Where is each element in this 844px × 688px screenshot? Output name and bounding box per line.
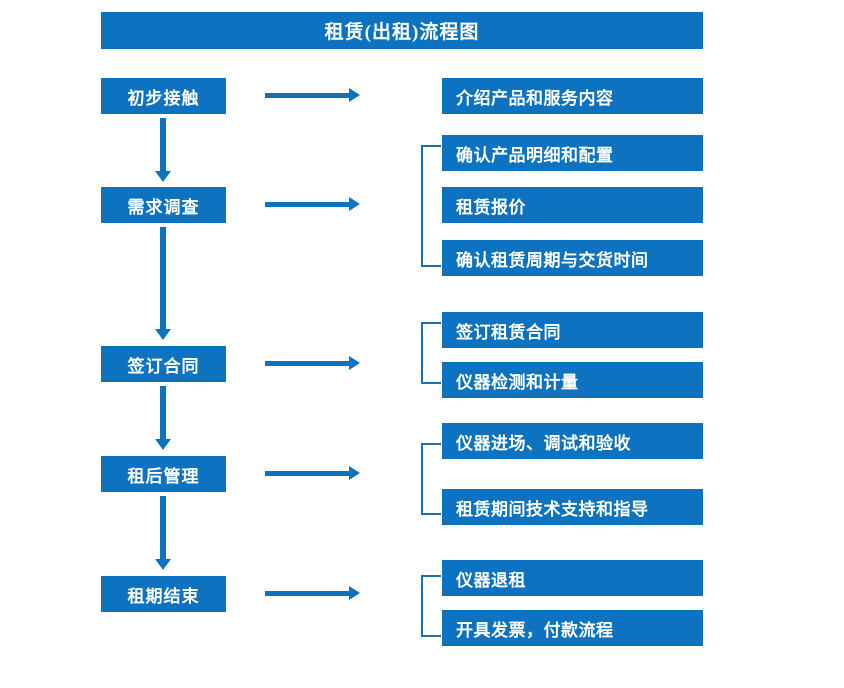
flow-arrow-down-4: [153, 496, 173, 570]
detail-label-2-2: 租赁报价: [456, 197, 526, 217]
detail-box-3-1[interactable]: 签订租赁合同: [442, 312, 703, 348]
stage-box-5[interactable]: 租期结束: [101, 576, 226, 612]
flow-arrow-down-3: [153, 386, 173, 450]
detail-label-5-1: 仪器退租: [456, 570, 526, 590]
detail-label-3-2: 仪器检测和计量: [456, 372, 579, 392]
arrow-head: [349, 586, 360, 600]
stage-box-4[interactable]: 租后管理: [101, 456, 226, 492]
group-bracket-2: [421, 145, 441, 267]
detail-label-1-1: 介绍产品和服务内容: [456, 88, 614, 108]
flow-arrow-right-4: [265, 466, 360, 480]
arrow-head: [349, 88, 360, 102]
stage-label-4: 租后管理: [127, 466, 200, 486]
flow-arrow-right-1: [265, 88, 360, 102]
arrow-head: [349, 466, 360, 480]
arrow-head: [349, 356, 360, 370]
stage-label-2: 需求调查: [127, 197, 200, 217]
page-title: 租赁(出租)流程图: [101, 12, 703, 49]
arrow-shaft: [265, 361, 350, 366]
arrow-head: [155, 171, 171, 182]
arrow-shaft: [265, 471, 350, 476]
detail-label-4-1: 仪器进场、调试和验收: [456, 433, 631, 453]
detail-box-4-1[interactable]: 仪器进场、调试和验收: [442, 423, 703, 459]
group-bracket-5: [421, 575, 441, 637]
flow-arrow-down-1: [153, 118, 173, 182]
arrow-shaft: [160, 118, 166, 171]
stage-box-3[interactable]: 签订合同: [101, 346, 226, 382]
detail-label-4-2: 租赁期间技术支持和指导: [456, 499, 649, 519]
arrow-head: [349, 197, 360, 211]
detail-box-4-2[interactable]: 租赁期间技术支持和指导: [442, 489, 703, 525]
detail-box-5-1[interactable]: 仪器退租: [442, 560, 703, 596]
stage-label-3: 签订合同: [127, 356, 200, 376]
detail-label-2-1: 确认产品明细和配置: [456, 145, 614, 165]
flow-arrow-right-5: [265, 586, 360, 600]
arrow-shaft: [265, 202, 350, 207]
stage-box-1[interactable]: 初步接触: [101, 78, 226, 114]
arrow-shaft: [160, 496, 166, 559]
arrow-shaft: [160, 386, 166, 439]
arrow-head: [155, 439, 171, 450]
detail-box-5-2[interactable]: 开具发票，付款流程: [442, 610, 703, 646]
group-bracket-3: [421, 322, 441, 384]
detail-box-2-3[interactable]: 确认租赁周期与交货时间: [442, 240, 703, 276]
detail-box-2-1[interactable]: 确认产品明细和配置: [442, 135, 703, 171]
stage-label-5: 租期结束: [127, 586, 200, 606]
arrow-head: [155, 329, 171, 340]
arrow-shaft: [160, 227, 166, 329]
detail-label-2-3: 确认租赁周期与交货时间: [456, 250, 649, 270]
stage-box-2[interactable]: 需求调查: [101, 187, 226, 223]
arrow-shaft: [265, 591, 350, 596]
group-bracket-4: [421, 443, 441, 515]
detail-box-1-1[interactable]: 介绍产品和服务内容: [442, 78, 703, 114]
flow-arrow-right-3: [265, 356, 360, 370]
detail-box-3-2[interactable]: 仪器检测和计量: [442, 362, 703, 398]
arrow-head: [155, 559, 171, 570]
detail-label-3-1: 签订租赁合同: [456, 322, 561, 342]
flow-arrow-down-2: [153, 227, 173, 340]
arrow-shaft: [265, 93, 350, 98]
detail-box-2-2[interactable]: 租赁报价: [442, 187, 703, 223]
stage-label-1: 初步接触: [127, 88, 200, 108]
detail-label-5-2: 开具发票，付款流程: [456, 620, 614, 640]
flow-arrow-right-2: [265, 197, 360, 211]
